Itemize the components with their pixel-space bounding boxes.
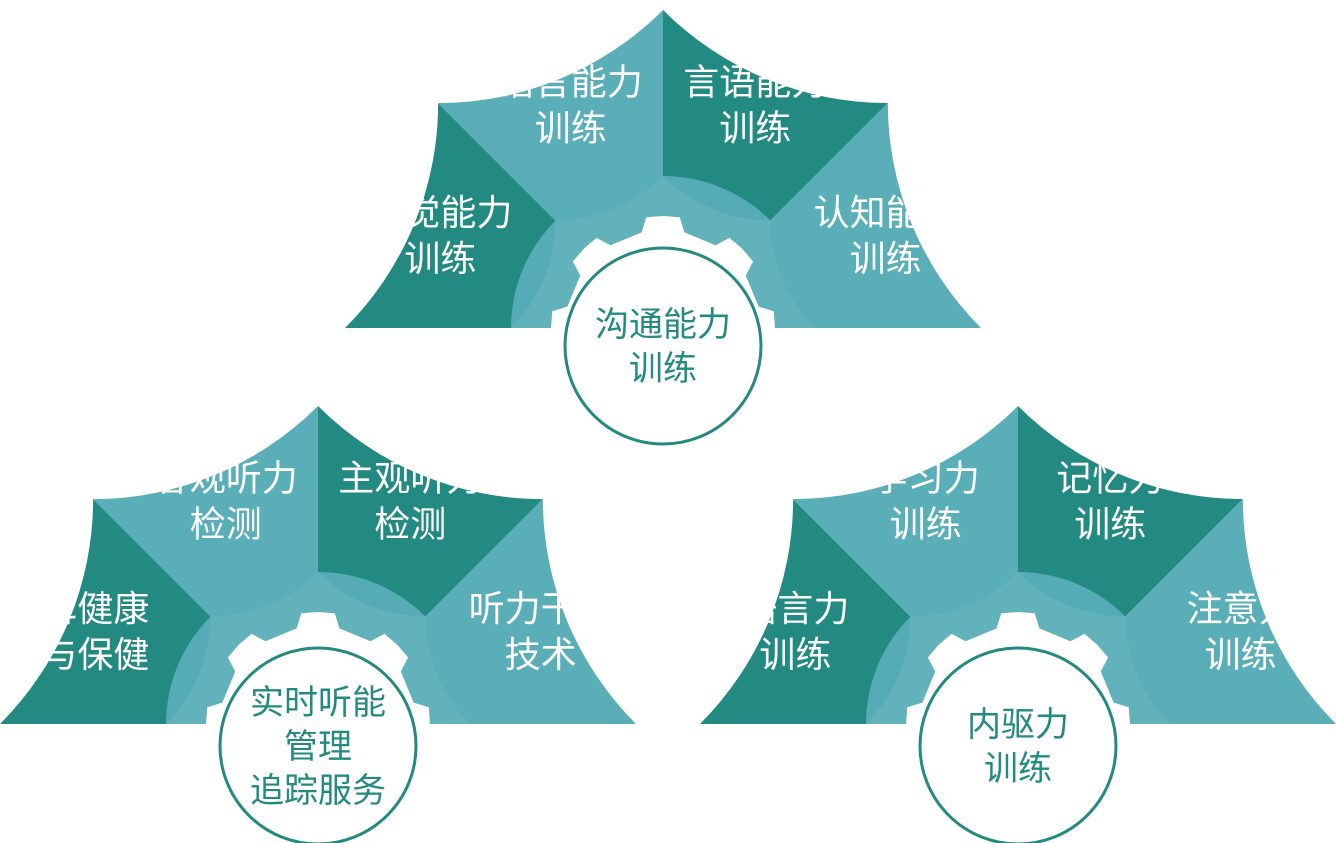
gear-ring	[511, 176, 815, 328]
fan-segment-3	[318, 406, 543, 617]
segment-label-4: 听力干预技术	[469, 589, 613, 676]
segment-label-3: 主观听力检测	[338, 458, 482, 545]
fan-communication: 听觉能力训练 语言能力训练 言语能力训练 认知能力训练 沟通能力训练	[345, 10, 981, 446]
fan-segment-1	[345, 103, 556, 328]
center-label: 沟通能力训练	[595, 305, 731, 389]
segment-label-3: 言语能力训练	[683, 62, 827, 149]
fan-segment-2	[793, 406, 1018, 617]
segment-label-4: 注意力训练	[1187, 589, 1295, 676]
segment-label-1: 听觉能力训练	[368, 193, 512, 280]
segment-label-4: 认知能力训练	[814, 193, 958, 280]
center-circle	[563, 246, 763, 446]
segment-label-1: 耳健康与保健	[41, 589, 149, 676]
gear-ring	[866, 572, 1170, 724]
fan-segment-3	[663, 10, 888, 221]
center-label: 实时听能管理追踪服务	[250, 683, 386, 811]
fan-segment-4	[770, 103, 981, 328]
fan-segment-1	[700, 499, 911, 724]
fan-segment-4	[425, 499, 636, 724]
center-circle	[218, 646, 418, 843]
segment-label-3: 记忆力训练	[1056, 458, 1164, 545]
fan-segment-2	[93, 406, 318, 617]
fan-segment-2	[438, 10, 663, 221]
segment-label-2: 语言能力训练	[499, 62, 643, 149]
fan-segment-4	[1125, 499, 1336, 724]
center-label: 内驱力训练	[967, 705, 1069, 789]
fan-segment-1	[0, 499, 211, 724]
fan-hearing-management: 耳健康与保健 客观听力检测 主观听力检测 听力干预技术 实时听能管理追踪服务	[0, 406, 636, 843]
fan-inner-drive: 语言力训练 学习力训练 记忆力训练 注意力训练 内驱力训练	[700, 406, 1336, 843]
fan-segment-3	[1018, 406, 1243, 617]
segment-label-2: 学习力训练	[872, 458, 980, 545]
center-circle	[918, 646, 1118, 843]
segment-label-2: 客观听力检测	[154, 458, 298, 545]
segment-label-1: 语言力训练	[741, 589, 849, 676]
gear-ring	[166, 572, 470, 724]
